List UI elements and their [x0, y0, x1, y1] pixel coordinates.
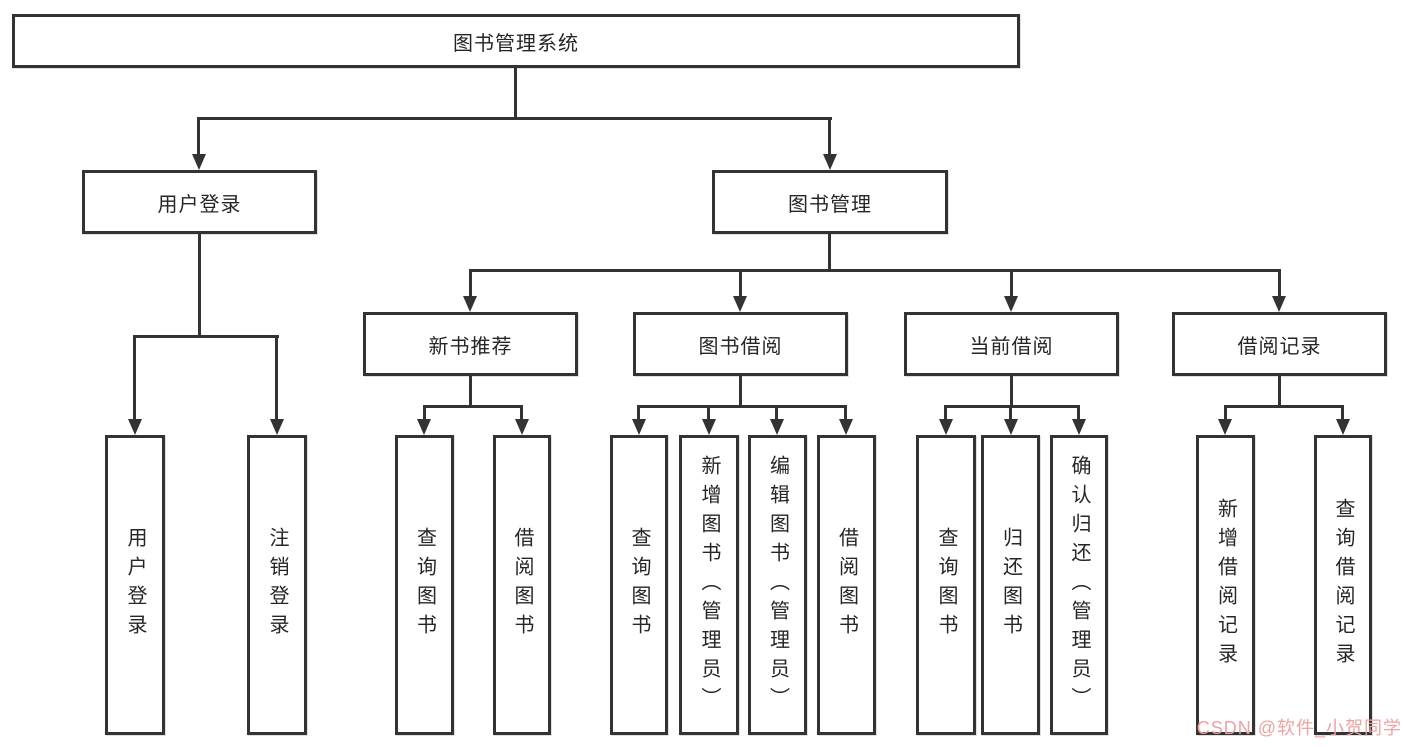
connector-records-stub-1: [1224, 405, 1227, 421]
node-borrow-records: 借阅记录: [1172, 312, 1387, 376]
node-book-management: 图书管理: [712, 170, 948, 234]
arrowhead-icon: [1072, 419, 1086, 435]
node-new-book-recommend: 新书推荐: [363, 312, 578, 376]
connector-borrow-horizontal: [637, 405, 847, 408]
leaf-query-books-3: 查询图书: [916, 435, 976, 735]
leaf-query-borrow-record: 查询借阅记录: [1314, 435, 1372, 735]
connector-root-stub-left: [197, 117, 200, 156]
arrowhead-icon: [515, 419, 529, 435]
arrowhead-icon: [1336, 419, 1350, 435]
node-user-login-label: 用户登录: [157, 193, 242, 216]
connector-borrow-stub-4: [844, 405, 847, 421]
connector-borrow-vertical: [739, 376, 742, 407]
connector-book-mgmt-stub-3: [1010, 269, 1013, 297]
arrowhead-icon: [632, 419, 646, 435]
node-new-book-recommend-label: 新书推荐: [428, 335, 513, 358]
connector-records-stub-2: [1341, 405, 1344, 421]
leaf-query-books-1-label: 查询图书: [413, 527, 436, 643]
arrowhead-icon: [270, 419, 284, 435]
connector-borrow-stub-3: [775, 405, 778, 421]
connector-book-mgmt-stub-2: [739, 269, 742, 297]
leaf-query-books-3-label: 查询图书: [935, 527, 957, 643]
leaf-query-borrow-record-label: 查询借阅记录: [1332, 498, 1354, 672]
leaf-borrow-books-2-label: 借阅图书: [835, 527, 858, 643]
leaf-user-login: 用户登录: [105, 435, 165, 735]
leaf-return-books: 归还图书: [981, 435, 1040, 735]
node-book-management-label: 图书管理: [788, 193, 872, 216]
node-book-borrow-label: 图书借阅: [698, 335, 783, 358]
leaf-logout: 注销登录: [247, 435, 307, 735]
connector-book-mgmt-vertical: [828, 234, 831, 271]
leaf-add-books-admin-label: 新增图书（管理员）: [698, 454, 720, 716]
connector-current-vertical: [1010, 376, 1013, 407]
leaf-logout-label: 注销登录: [266, 527, 288, 643]
leaf-return-books-label: 归还图书: [999, 527, 1022, 643]
leaf-query-books-1: 查询图书: [395, 435, 454, 735]
leaf-add-borrow-record: 新增借阅记录: [1196, 435, 1255, 735]
leaf-query-books-2-label: 查询图书: [628, 527, 650, 643]
node-user-login: 用户登录: [82, 170, 317, 234]
arrowhead-icon: [770, 419, 784, 435]
arrowhead-icon: [417, 419, 431, 435]
connector-recommend-horizontal: [423, 405, 523, 408]
leaf-confirm-return-admin: 确认归还（管理员）: [1050, 435, 1108, 735]
arrowhead-icon: [1218, 419, 1232, 435]
arrowhead-icon: [839, 419, 853, 435]
connector-current-horizontal: [944, 405, 1080, 408]
arrowhead-icon: [1272, 296, 1286, 312]
connector-user-login-horizontal: [133, 335, 279, 338]
connector-root-stub-right: [828, 117, 831, 156]
leaf-borrow-books-1-label: 借阅图书: [511, 527, 533, 643]
arrowhead-icon: [1004, 419, 1018, 435]
leaf-add-books-admin: 新增图书（管理员）: [679, 435, 739, 735]
node-root-label: 图书管理系统: [453, 32, 579, 55]
arrowhead-icon: [192, 154, 206, 170]
node-borrow-records-label: 借阅记录: [1237, 335, 1322, 358]
node-current-borrow: 当前借阅: [904, 312, 1119, 376]
connector-book-mgmt-stub-1: [469, 269, 472, 297]
leaf-user-login-label: 用户登录: [124, 527, 146, 643]
connector-user-login-vertical: [198, 234, 201, 337]
connector-root-vertical: [514, 68, 517, 119]
connector-user-login-stub-2: [275, 335, 278, 421]
leaf-add-borrow-record-label: 新增借阅记录: [1214, 498, 1237, 672]
connector-current-stub-1: [944, 405, 947, 421]
node-current-borrow-label: 当前借阅: [969, 335, 1054, 358]
leaf-confirm-return-admin-label: 确认归还（管理员）: [1068, 454, 1090, 716]
arrowhead-icon: [1004, 296, 1018, 312]
connector-borrow-stub-1: [637, 405, 640, 421]
arrowhead-icon: [823, 154, 837, 170]
arrowhead-icon: [702, 419, 716, 435]
connector-records-horizontal: [1224, 405, 1344, 408]
arrowhead-icon: [939, 419, 953, 435]
connector-recommend-stub-1: [423, 405, 426, 421]
connector-current-stub-2: [1009, 405, 1012, 421]
connector-borrow-stub-2: [707, 405, 710, 421]
leaf-edit-books-admin: 编辑图书（管理员）: [748, 435, 807, 735]
connector-root-horizontal: [197, 117, 832, 120]
arrowhead-icon: [128, 419, 142, 435]
leaf-edit-books-admin-label: 编辑图书（管理员）: [766, 454, 789, 716]
leaf-query-books-2: 查询图书: [610, 435, 668, 735]
leaf-borrow-books-2: 借阅图书: [817, 435, 876, 735]
arrowhead-icon: [463, 296, 477, 312]
node-book-borrow: 图书借阅: [633, 312, 848, 376]
node-root: 图书管理系统: [12, 14, 1020, 68]
connector-user-login-stub-1: [133, 335, 136, 421]
connector-recommend-stub-2: [520, 405, 523, 421]
connector-records-vertical: [1278, 376, 1281, 407]
connector-book-mgmt-horizontal: [469, 269, 1281, 272]
watermark: CSDN @软件_小贺同学: [1196, 718, 1402, 738]
arrowhead-icon: [733, 296, 747, 312]
connector-book-mgmt-stub-4: [1278, 269, 1281, 297]
connector-current-stub-3: [1077, 405, 1080, 421]
connector-recommend-vertical: [469, 376, 472, 407]
leaf-borrow-books-1: 借阅图书: [493, 435, 551, 735]
